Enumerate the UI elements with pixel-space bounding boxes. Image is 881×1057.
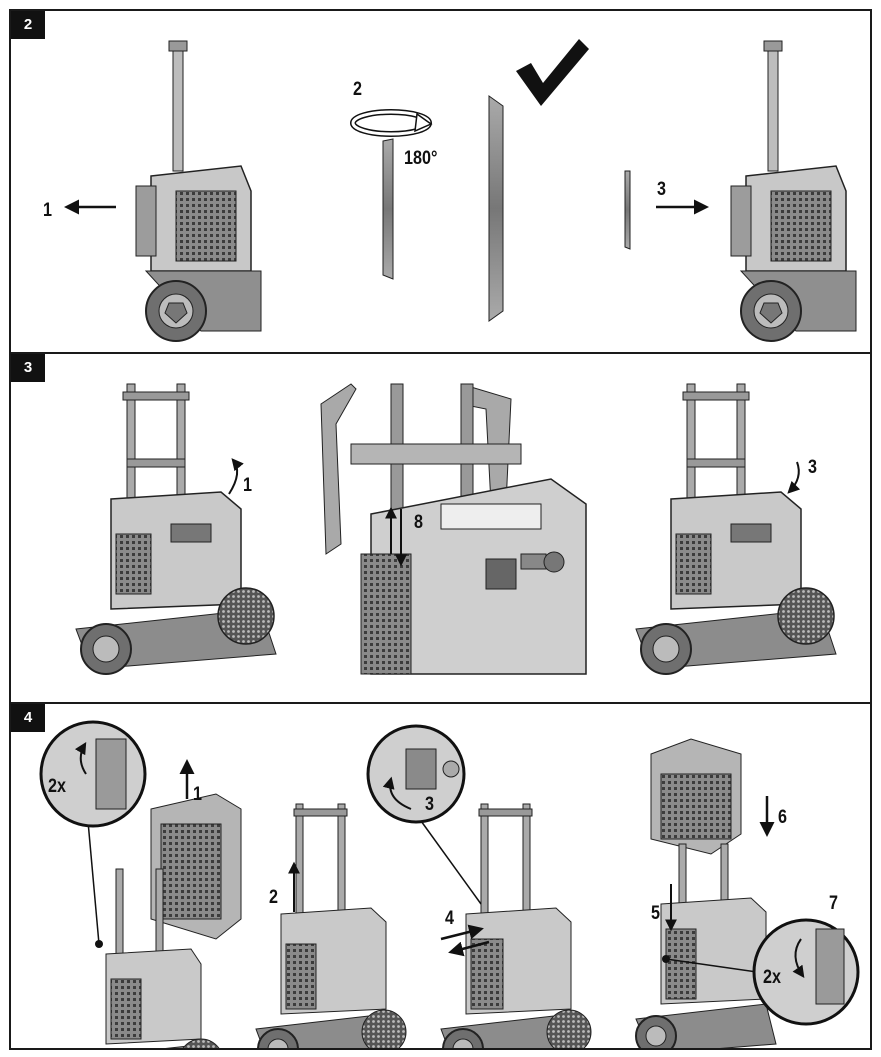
step-label-2: 2 <box>353 79 362 100</box>
step-label-1: 1 <box>193 784 202 805</box>
panel-4: 4 <box>9 702 872 1050</box>
times-label-a: 2x <box>48 776 66 797</box>
unit-side-view-right <box>730 40 857 342</box>
unit-filter-insert-c <box>440 803 592 1048</box>
step-label-4: 4 <box>445 908 454 929</box>
unit-perspective-right <box>635 383 837 675</box>
curved-arrow-1 <box>228 458 244 495</box>
step-label-1: 1 <box>243 475 252 496</box>
panel-2-illustration <box>64 39 857 342</box>
step-label-5: 5 <box>651 903 660 924</box>
step-label-8: 8 <box>414 512 423 533</box>
step-label-2: 2 <box>269 887 278 908</box>
unit-side-view-left <box>135 40 262 342</box>
unit-closeup-center <box>320 383 587 675</box>
angle-label: 180° <box>404 148 438 169</box>
unit-cover-reinstall-d <box>635 738 777 1048</box>
step-label-3: 3 <box>657 179 666 200</box>
step-label-3: 3 <box>808 457 817 478</box>
panel-number-badge: 2 <box>11 11 45 39</box>
step-label-3: 3 <box>425 794 434 815</box>
unit-perspective-left <box>75 383 277 675</box>
curved-arrow-3 <box>787 461 801 494</box>
filter-ring-small <box>382 138 394 280</box>
panel-number-badge: 4 <box>11 704 45 732</box>
panel-3-illustration <box>75 383 837 675</box>
panel-4-illustration <box>39 720 860 1048</box>
step-label-7: 7 <box>829 893 838 914</box>
filter-ring-thin <box>624 170 631 250</box>
arrow-out-4 <box>448 940 490 957</box>
unit-cover-removed-a <box>105 793 242 1048</box>
zoom-circle-latch-d <box>662 918 860 1026</box>
panel-number-badge: 3 <box>11 354 45 382</box>
step-label-6: 6 <box>778 807 787 828</box>
checkmark-icon <box>516 39 589 106</box>
rotate-arrow-icon <box>350 109 433 137</box>
times-label-b: 2x <box>763 967 781 988</box>
zoom-circle-latch-a <box>39 720 147 948</box>
arrow-in-4 <box>440 924 484 941</box>
step-label-1: 1 <box>43 200 52 221</box>
zoom-circle-latch-c <box>366 724 482 905</box>
unit-handle-raised-b <box>255 803 407 1048</box>
panel-3: 3 <box>9 352 872 704</box>
filter-ring-large <box>488 95 504 322</box>
panel-2: 2 <box>9 9 872 354</box>
